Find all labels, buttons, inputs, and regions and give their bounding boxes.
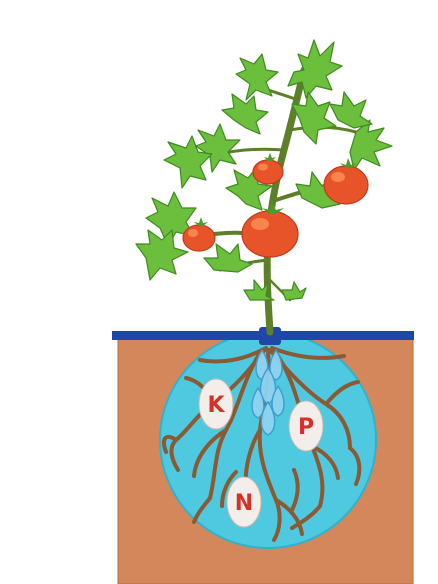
tomato-large	[242, 202, 298, 257]
leaf	[330, 92, 372, 128]
leaf	[222, 94, 268, 134]
nutrient-p-label: P	[298, 415, 314, 440]
nutrient-n-label: N	[235, 491, 253, 516]
leaf	[136, 230, 188, 280]
leaf	[204, 244, 252, 272]
nutrient-n: N	[227, 477, 261, 527]
tomato-right	[324, 158, 368, 204]
nutrient-k: K	[199, 379, 233, 429]
leaf	[236, 54, 278, 100]
nutrient-p: P	[289, 401, 323, 451]
tomato-left	[183, 217, 215, 251]
leaf	[282, 282, 306, 300]
leaf	[196, 124, 240, 172]
nutrient-k-label: K	[207, 393, 225, 418]
